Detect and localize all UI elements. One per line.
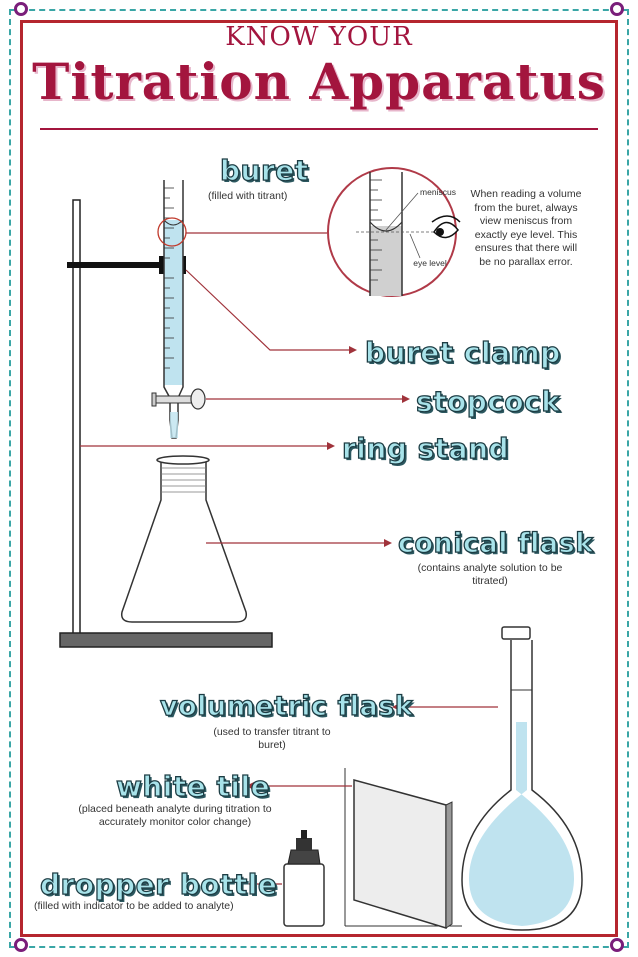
buret — [163, 180, 184, 439]
dropper-bottle-label: dropper bottle — [39, 867, 278, 901]
ring-stand-label: ring stand — [341, 431, 510, 465]
conical-flask-label: conical flask — [397, 527, 594, 559]
leader-lines — [80, 269, 498, 888]
meniscus-reading-tip: When reading a volume from the buret, al… — [470, 188, 582, 268]
corner-decoration-top-left — [14, 2, 28, 16]
volumetric-flask-label: volumetric flask — [159, 690, 414, 722]
conical-flask-note: (contains analyte solution to be titrate… — [417, 562, 563, 587]
meniscus-label: meniscus — [420, 187, 456, 197]
white-tile-note: (placed beneath analyte during titration… — [78, 803, 272, 828]
meniscus-inset — [327, 167, 461, 297]
eye-icon — [431, 215, 461, 239]
dropper-bottle-note: (filled with indicator to be added to an… — [34, 900, 234, 912]
inner-border — [20, 20, 618, 937]
outer-dashed-border — [9, 9, 629, 948]
conical-flask — [120, 455, 248, 623]
buret-label: buret — [219, 153, 309, 187]
corner-decoration-top-right — [610, 2, 624, 16]
volumetric-flask — [461, 626, 583, 931]
volumetric-flask-note: (used to transfer titrant to buret) — [213, 726, 331, 751]
stopcock-label: stopcock — [415, 384, 561, 418]
title-divider — [40, 128, 598, 130]
buret-note: (filled with titrant) — [208, 190, 288, 202]
title-know-your: KNOW YOUR — [225, 22, 413, 52]
stopcock — [151, 388, 206, 410]
page-title: Titration Apparatus — [32, 52, 606, 111]
white-tile-label: white tile — [115, 769, 271, 803]
corner-decoration-bottom-left — [14, 938, 28, 952]
eye-level-label: eye level — [413, 258, 447, 268]
ring-stand — [59, 199, 273, 648]
white-tile — [344, 768, 462, 930]
corner-decoration-bottom-right — [610, 938, 624, 952]
dropper-bottle — [283, 830, 325, 927]
buret-clamp-label: buret clamp — [364, 335, 561, 369]
